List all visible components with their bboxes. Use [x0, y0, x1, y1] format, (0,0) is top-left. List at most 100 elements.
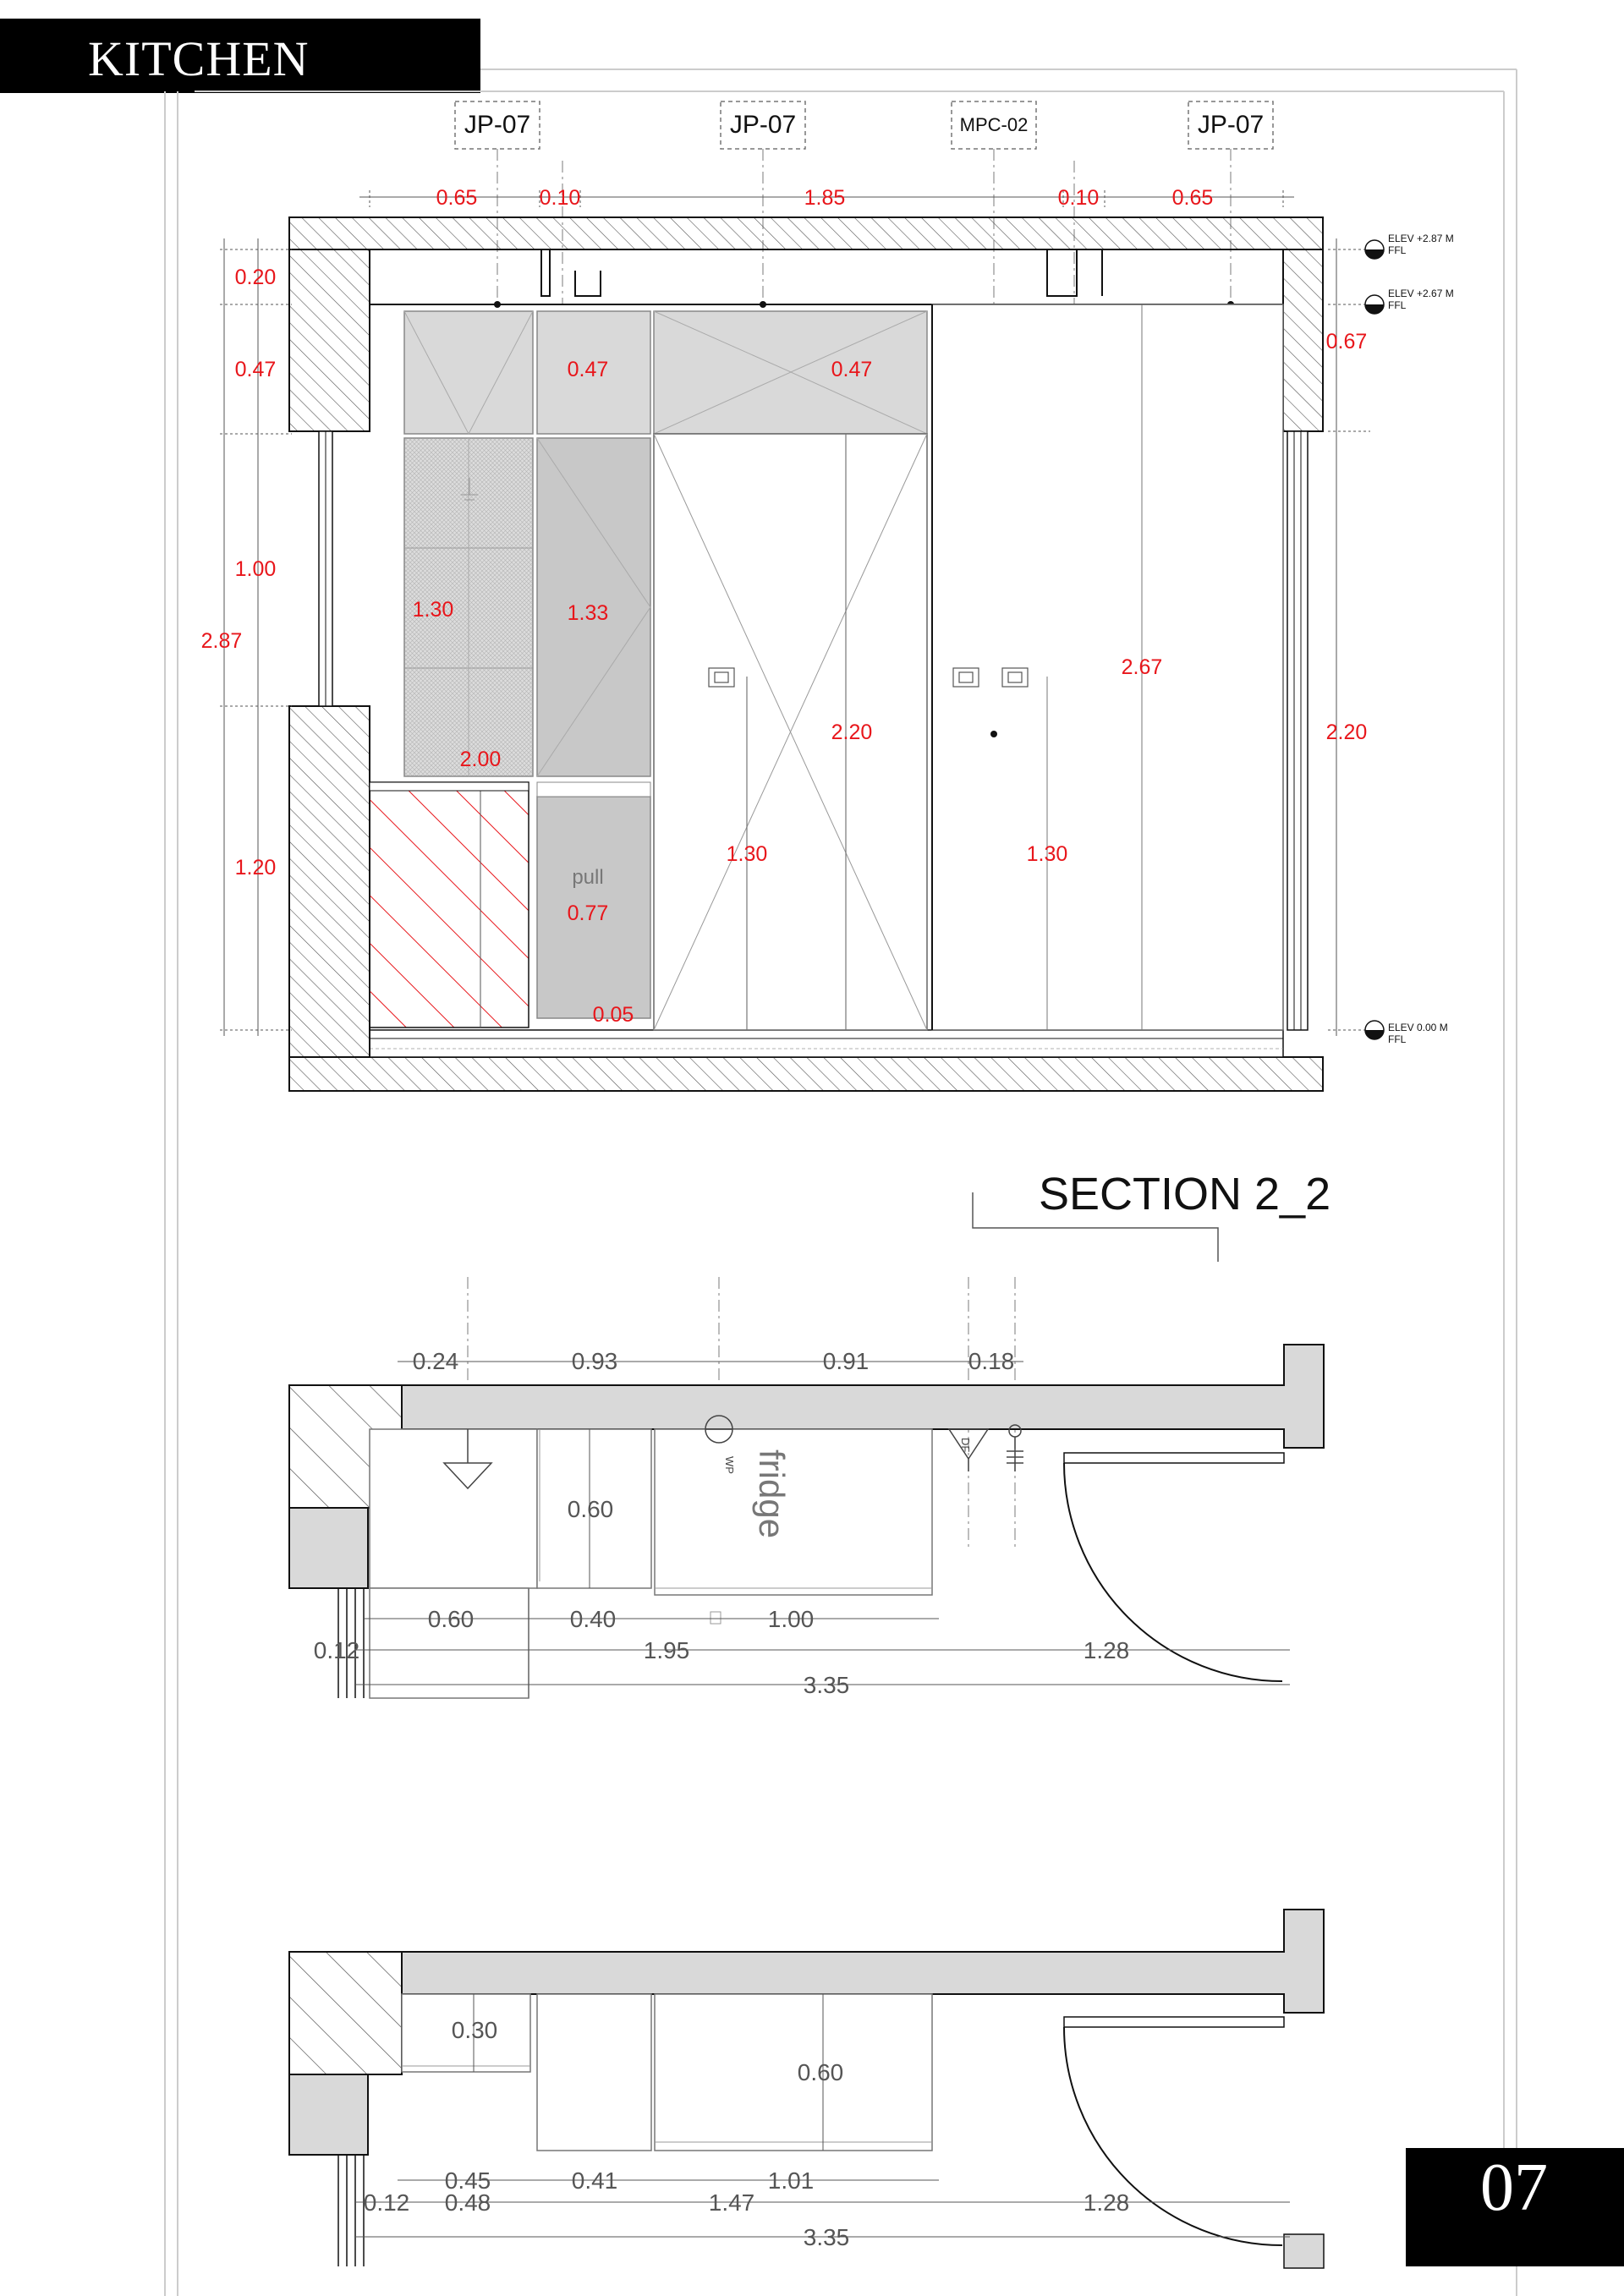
wall-column — [288, 1951, 403, 2075]
dim-label: 0.45 — [445, 2167, 491, 2194]
page-number-box — [1406, 2148, 1624, 2266]
level-value: +2.87 M — [1417, 233, 1454, 244]
dim-label: 1.95 — [644, 1637, 690, 1663]
dim-label: 2.20 — [831, 721, 873, 744]
dim-label: 2.67 — [1122, 655, 1163, 679]
dim-label: 0.65 — [436, 186, 478, 210]
dim-label: 1.30 — [727, 842, 768, 866]
wall-block — [288, 2074, 369, 2156]
dim-label: 1.00 — [768, 1606, 815, 1632]
mpc-02-tag: MPC-02 — [951, 101, 1037, 150]
section-title-text: SECTION 2_2 — [1039, 1169, 1330, 1219]
door-stop — [1063, 2016, 1285, 2028]
tag-label: JP-07 — [730, 111, 796, 139]
dim-label: 1.00 — [235, 557, 277, 581]
lower-drawer-cabinet — [536, 796, 651, 1019]
level-sub: FFL — [1388, 1033, 1407, 1045]
jp-07-tag: JP-07 — [454, 101, 540, 150]
counter-cabinet — [369, 781, 529, 1028]
dim-label: 2.00 — [460, 748, 502, 771]
left-wall-upper — [288, 249, 370, 432]
dim-label: 0.47 — [831, 358, 873, 381]
dim-label: 1.85 — [804, 186, 846, 210]
wall-block — [288, 1507, 369, 1589]
false-ceiling — [369, 249, 1284, 305]
door-stop — [1283, 2233, 1325, 2269]
dim-label: 0.47 — [568, 358, 609, 381]
dim-label: 1.28 — [1084, 2189, 1130, 2216]
sheet-title: KITCHEN — [88, 31, 310, 86]
section-title: SECTION 2_2 — [972, 1169, 1330, 1262]
dim-label: 0.12 — [314, 1637, 360, 1663]
floor-slab — [288, 1056, 1324, 1092]
dim-label: 0.93 — [572, 1348, 618, 1374]
drain-icon — [442, 1429, 493, 1490]
left-dimension-lines — [220, 238, 292, 1036]
base-cabinets — [369, 1428, 933, 1699]
dim-label: 0.18 — [968, 1348, 1015, 1374]
dim-label: 0.48 — [445, 2189, 491, 2216]
door-swing — [1063, 2026, 1283, 2246]
jp-07-tag: JP-07 — [720, 101, 806, 150]
drain-floor-label: DF — [959, 1438, 972, 1452]
dim-label: 0.60 — [428, 1606, 475, 1632]
top-dimension-line — [359, 190, 1294, 207]
dim-label: 0.20 — [235, 266, 277, 289]
level-value: 0.00 M — [1417, 1022, 1448, 1033]
level-sub: FFL — [1388, 299, 1407, 311]
page-number: 07 — [1480, 2151, 1548, 2225]
pantry-cabinet — [536, 437, 651, 777]
right-wall — [1282, 249, 1324, 432]
level-label: ELEV — [1388, 288, 1414, 299]
upper-cabinet — [536, 310, 651, 435]
level-marker: ELEV 0.00 M FFL — [1364, 1020, 1448, 1045]
tag-label: MPC-02 — [960, 114, 1029, 135]
dim-label: 0.77 — [568, 901, 609, 925]
dim-label: 2.20 — [1326, 721, 1368, 744]
fridge-label: fridge — [752, 1449, 792, 1538]
water-point-icon — [705, 1415, 733, 1444]
dim-label: 0.41 — [572, 2167, 618, 2194]
overall-height-label: 2.87 — [201, 629, 243, 653]
door-swing — [1063, 1462, 1283, 1682]
water-point-label: WP — [723, 1456, 736, 1474]
kitchen-elevation: JP-07 JP-07 MPC-02 JP-07 — [201, 101, 1454, 1092]
overall-label: 3.35 — [804, 1672, 850, 1698]
kitchen-plan-upper: 0.24 0.93 0.91 0.18 — [288, 1277, 1325, 1699]
floor-finish — [369, 1029, 1284, 1058]
dim-label: 1.01 — [768, 2167, 815, 2194]
dim-label: 1.47 — [709, 2189, 755, 2216]
dim-label: 0.40 — [570, 1606, 617, 1632]
dim-label: 1.28 — [1084, 1637, 1130, 1663]
socket-icon — [708, 667, 1029, 688]
tall-panel — [931, 304, 1284, 1031]
dim-label: 1.20 — [235, 856, 277, 879]
title-banner — [0, 19, 480, 93]
dim-label: 0.91 — [823, 1348, 870, 1374]
page-frame — [164, 68, 1517, 2296]
dim-label: 0.10 — [540, 186, 581, 210]
level-marker: ELEV +2.87 M FFL — [1364, 233, 1454, 260]
dim-label: 0.05 — [593, 1003, 634, 1027]
kitchen-plan-lower: 0.30 0.60 0.45 0.41 1.01 0.12 0.48 1.47 … — [288, 1909, 1325, 2269]
dim-label: 0.12 — [364, 2189, 410, 2216]
dim-label: 0.30 — [452, 2017, 498, 2043]
dim-label: 0.47 — [235, 358, 277, 381]
level-value: +2.67 M — [1417, 288, 1454, 299]
outlet-icon — [1007, 1424, 1023, 1471]
dim-label: 0.67 — [1326, 330, 1368, 353]
overall-label: 3.35 — [804, 2224, 850, 2250]
left-wall-lower — [288, 705, 370, 1058]
upper-cabinet — [403, 310, 534, 435]
dim-label: 1.33 — [568, 601, 609, 625]
dim-label: 0.10 — [1058, 186, 1100, 210]
ceiling-slab — [288, 216, 1324, 250]
jp-07-tag: JP-07 — [1188, 101, 1274, 150]
wall-cabinets — [401, 1993, 933, 2151]
door-stop — [1063, 1452, 1285, 1464]
level-marker: ELEV +2.67 M FFL — [1364, 288, 1454, 315]
level-sub: FFL — [1388, 244, 1407, 256]
level-label: ELEV — [1388, 1022, 1414, 1033]
tag-label: JP-07 — [1198, 111, 1264, 139]
